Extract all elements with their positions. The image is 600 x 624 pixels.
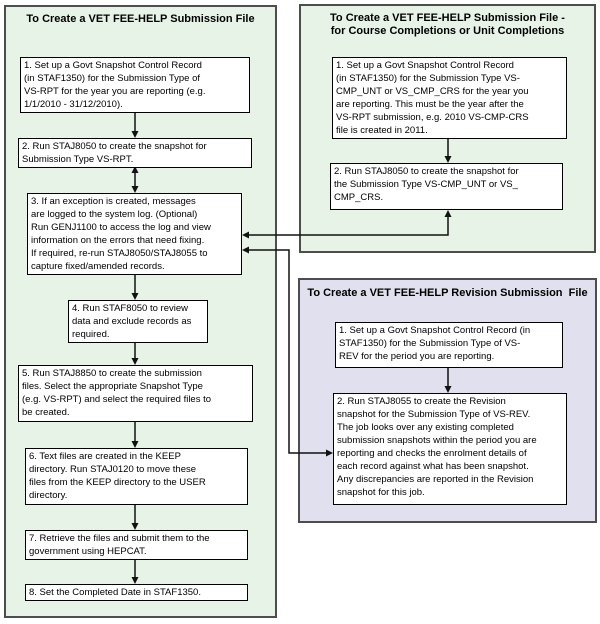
revision-step-2-box: 2. Run STAJ8055 to create the Revision s… <box>333 393 567 505</box>
completions-step-2-box: 2. Run STAJ8050 to create the snapshot f… <box>330 163 563 210</box>
panel-completions-title: To Create a VET FEE-HELP Submission File… <box>330 12 565 37</box>
main-step-5-box: 5. Run STAJ8850 to create the submission… <box>18 365 253 422</box>
main-step-8-box: 8. Set the Completed Date in STAF1350. <box>25 584 248 601</box>
main-step-6-box: 6. Text files are created in the KEEP di… <box>25 448 248 505</box>
panel-main-title: To Create a VET FEE-HELP Submission File <box>26 13 255 25</box>
main-step-7-box: 7. Retrieve the files and submit them to… <box>25 530 248 560</box>
main-step-4-box: 4. Run STAF8050 to review data and exclu… <box>68 300 208 343</box>
completions-step-1-box: 1. Set up a Govt Snapshot Control Record… <box>332 57 567 139</box>
main-step-2-box: 2. Run STAJ8050 to create the snapshot f… <box>18 138 252 168</box>
panel-revision-title: To Create a VET FEE-HELP Revision Submis… <box>307 287 588 299</box>
revision-step-1-box: 1. Set up a Govt Snapshot Control Record… <box>335 322 563 368</box>
main-step-3-box: 3. If an exception is created, messages … <box>27 193 242 275</box>
main-step-1-box: 1. Set up a Govt Snapshot Control Record… <box>20 57 250 113</box>
